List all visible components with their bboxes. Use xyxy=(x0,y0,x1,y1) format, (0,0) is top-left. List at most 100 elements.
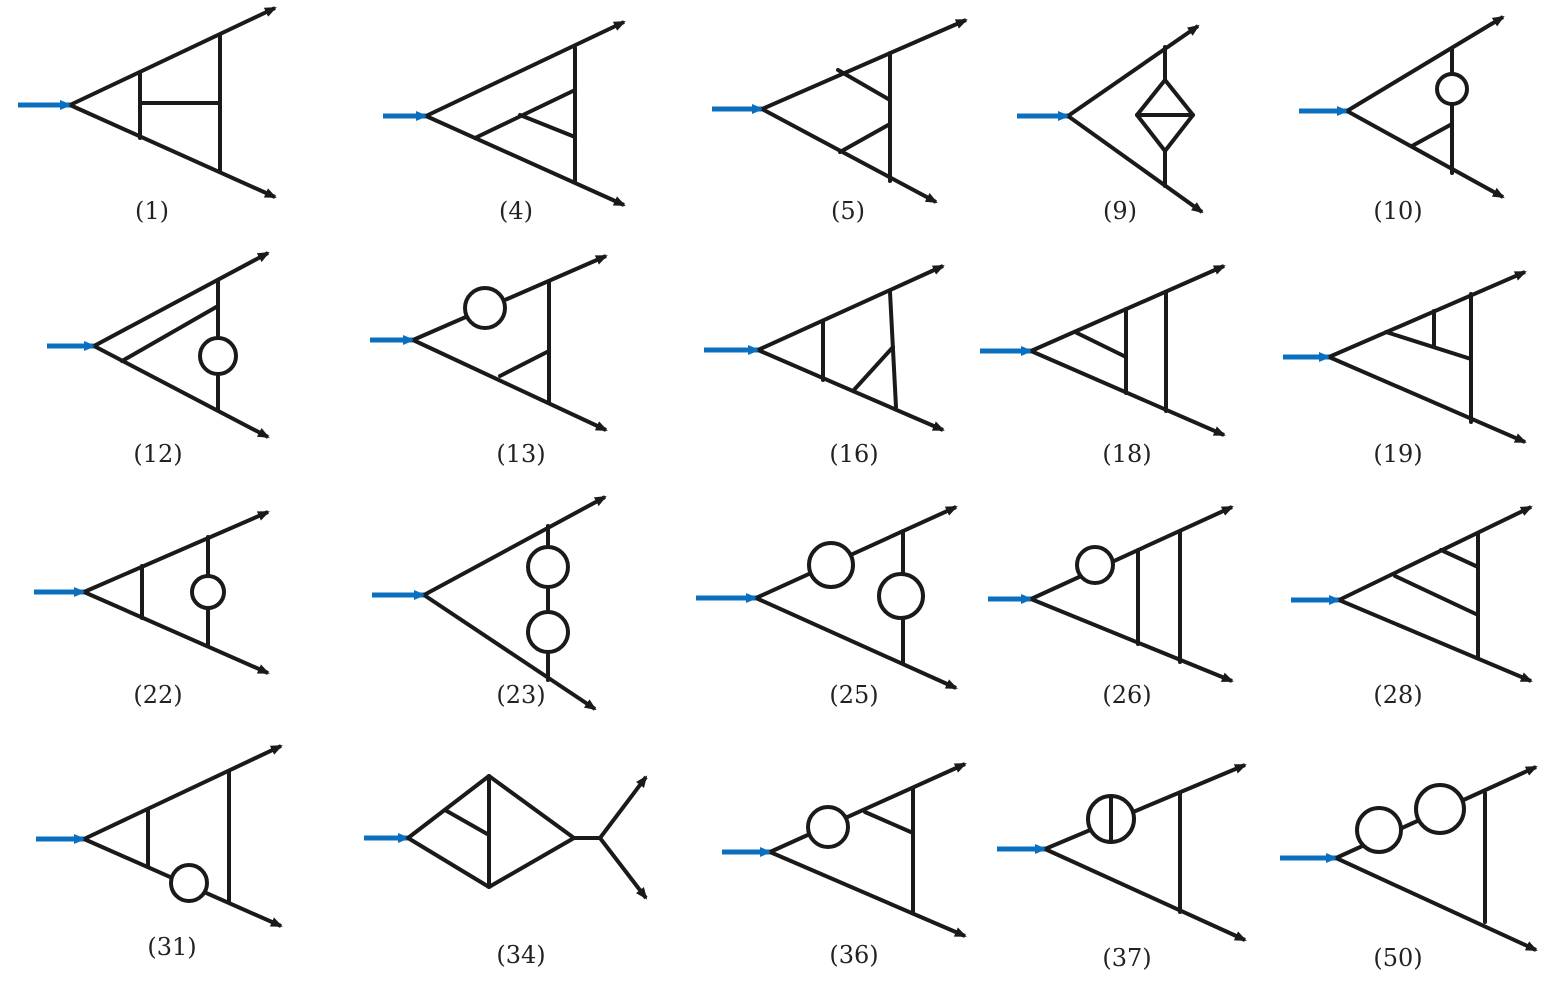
diagram-13: (26) xyxy=(988,505,1234,709)
diagram-14: (28) xyxy=(1291,505,1533,709)
diagram-12: (25) xyxy=(696,505,958,709)
bubble-loop xyxy=(1414,783,1466,835)
propagator-line xyxy=(851,345,895,393)
propagator-line xyxy=(836,68,892,102)
diagram-label: (18) xyxy=(1102,440,1151,468)
diagram-15: (31) xyxy=(36,744,283,961)
outgoing-leg-arrow xyxy=(69,103,277,199)
outgoing-leg-arrow xyxy=(1338,505,1533,602)
outgoing-leg-arrow xyxy=(1066,114,1204,214)
bubble-loop xyxy=(1075,545,1115,585)
outgoing-leg-arrow xyxy=(93,344,270,439)
bubble-loop xyxy=(806,805,850,849)
bubble-loop xyxy=(526,545,570,589)
outgoing-leg-arrow xyxy=(1345,15,1505,113)
outgoing-leg-arrow xyxy=(93,251,270,348)
diagram-5: (12) xyxy=(47,251,270,468)
diagram-label: (10) xyxy=(1373,197,1422,225)
diagram-label: (31) xyxy=(147,933,196,961)
propagator-line xyxy=(120,304,220,363)
diagram-label: (22) xyxy=(133,681,182,709)
bubble-loop xyxy=(169,863,209,903)
outgoing-leg-arrow xyxy=(1346,109,1505,199)
propagator-line xyxy=(1073,330,1128,359)
diagram-label: (28) xyxy=(1373,681,1422,709)
outgoing-leg-arrow xyxy=(761,18,968,111)
outgoing-leg-arrow xyxy=(83,590,270,675)
diagram-18: (37) xyxy=(997,763,1247,972)
diagram-label: (16) xyxy=(829,440,878,468)
diagram-10: (22) xyxy=(34,510,270,709)
diagram-4: (10) xyxy=(1299,15,1505,225)
outgoing-leg-arrow xyxy=(769,850,967,938)
bubble-loop xyxy=(807,541,855,589)
outgoing-leg-arrow xyxy=(423,495,607,597)
propagator-line xyxy=(1410,122,1454,148)
bubble-loop xyxy=(526,610,570,654)
outgoing-leg-arrow xyxy=(83,744,283,841)
propagator-line xyxy=(863,810,915,835)
outgoing-leg-arrow xyxy=(425,114,626,207)
diagram-2: (5) xyxy=(712,18,968,225)
outgoing-leg-arrow xyxy=(412,254,608,342)
propagator-line xyxy=(1393,574,1480,617)
propagator-line xyxy=(443,808,491,837)
diagram-3: (9) xyxy=(1017,24,1204,225)
outgoing-leg-arrow xyxy=(1066,24,1200,118)
diagram-6: (13) xyxy=(370,254,608,468)
bubble-loop xyxy=(1355,806,1403,854)
outgoing-leg-arrow xyxy=(1335,856,1538,952)
bubble-loop xyxy=(463,286,507,330)
diagram-label: (4) xyxy=(499,197,533,225)
outgoing-leg-arrow xyxy=(422,593,597,711)
propagator-line xyxy=(1384,330,1473,361)
outgoing-leg-arrow xyxy=(412,338,608,432)
diagram-11: (23) xyxy=(372,495,607,711)
diagram-16: (34) xyxy=(364,774,648,969)
diagram-label: (9) xyxy=(1103,197,1137,225)
propagator-line xyxy=(498,349,551,378)
outgoing-leg-arrow xyxy=(425,20,626,118)
outgoing-leg-arrow xyxy=(1044,763,1247,851)
outgoing-leg-arrow xyxy=(69,6,277,107)
outgoing-leg-arrow xyxy=(1338,598,1533,683)
diagram-label: (25) xyxy=(829,681,878,709)
propagator-line xyxy=(838,122,892,154)
outgoing-leg-arrow xyxy=(83,510,270,594)
diagram-label: (12) xyxy=(133,440,182,468)
bubble-loop xyxy=(877,572,925,620)
diagram-label: (36) xyxy=(829,941,878,969)
outgoing-leg-arrow xyxy=(1044,847,1247,942)
propagator-line xyxy=(518,113,577,139)
propagator-line xyxy=(1439,548,1480,569)
diagram-7: (16) xyxy=(704,264,945,468)
bubble-loop xyxy=(198,336,238,376)
outgoing-leg-arrow xyxy=(757,264,945,352)
outgoing-leg-arrow xyxy=(757,348,945,432)
diagram-0: (1) xyxy=(18,6,277,225)
diagram-label: (26) xyxy=(1102,681,1151,709)
bubble-loop xyxy=(1435,72,1469,106)
diagram-label: (19) xyxy=(1373,440,1422,468)
diagram-label: (23) xyxy=(496,681,545,709)
diagram-label: (5) xyxy=(831,197,865,225)
diagram-9: (19) xyxy=(1283,270,1527,468)
diagram-1: (4) xyxy=(383,20,626,225)
bubble-loop xyxy=(190,574,226,610)
outgoing-leg-arrow xyxy=(769,762,967,854)
outgoing-leg-arrow xyxy=(1030,505,1234,601)
outgoing-leg-arrow xyxy=(598,836,648,900)
diagram-8: (18) xyxy=(980,264,1226,468)
diagram-19: (50) xyxy=(1280,765,1538,972)
outgoing-leg-arrow xyxy=(1030,597,1234,683)
diagram-label: (34) xyxy=(496,941,545,969)
diagram-label: (50) xyxy=(1373,944,1422,972)
diagram-label: (37) xyxy=(1102,944,1151,972)
diagram-label: (13) xyxy=(496,440,545,468)
outgoing-leg-arrow xyxy=(755,505,958,600)
outgoing-leg-arrow xyxy=(761,107,938,204)
propagator-path xyxy=(1135,78,1195,153)
diagram-label: (1) xyxy=(135,197,169,225)
diagram-17: (36) xyxy=(722,762,967,969)
